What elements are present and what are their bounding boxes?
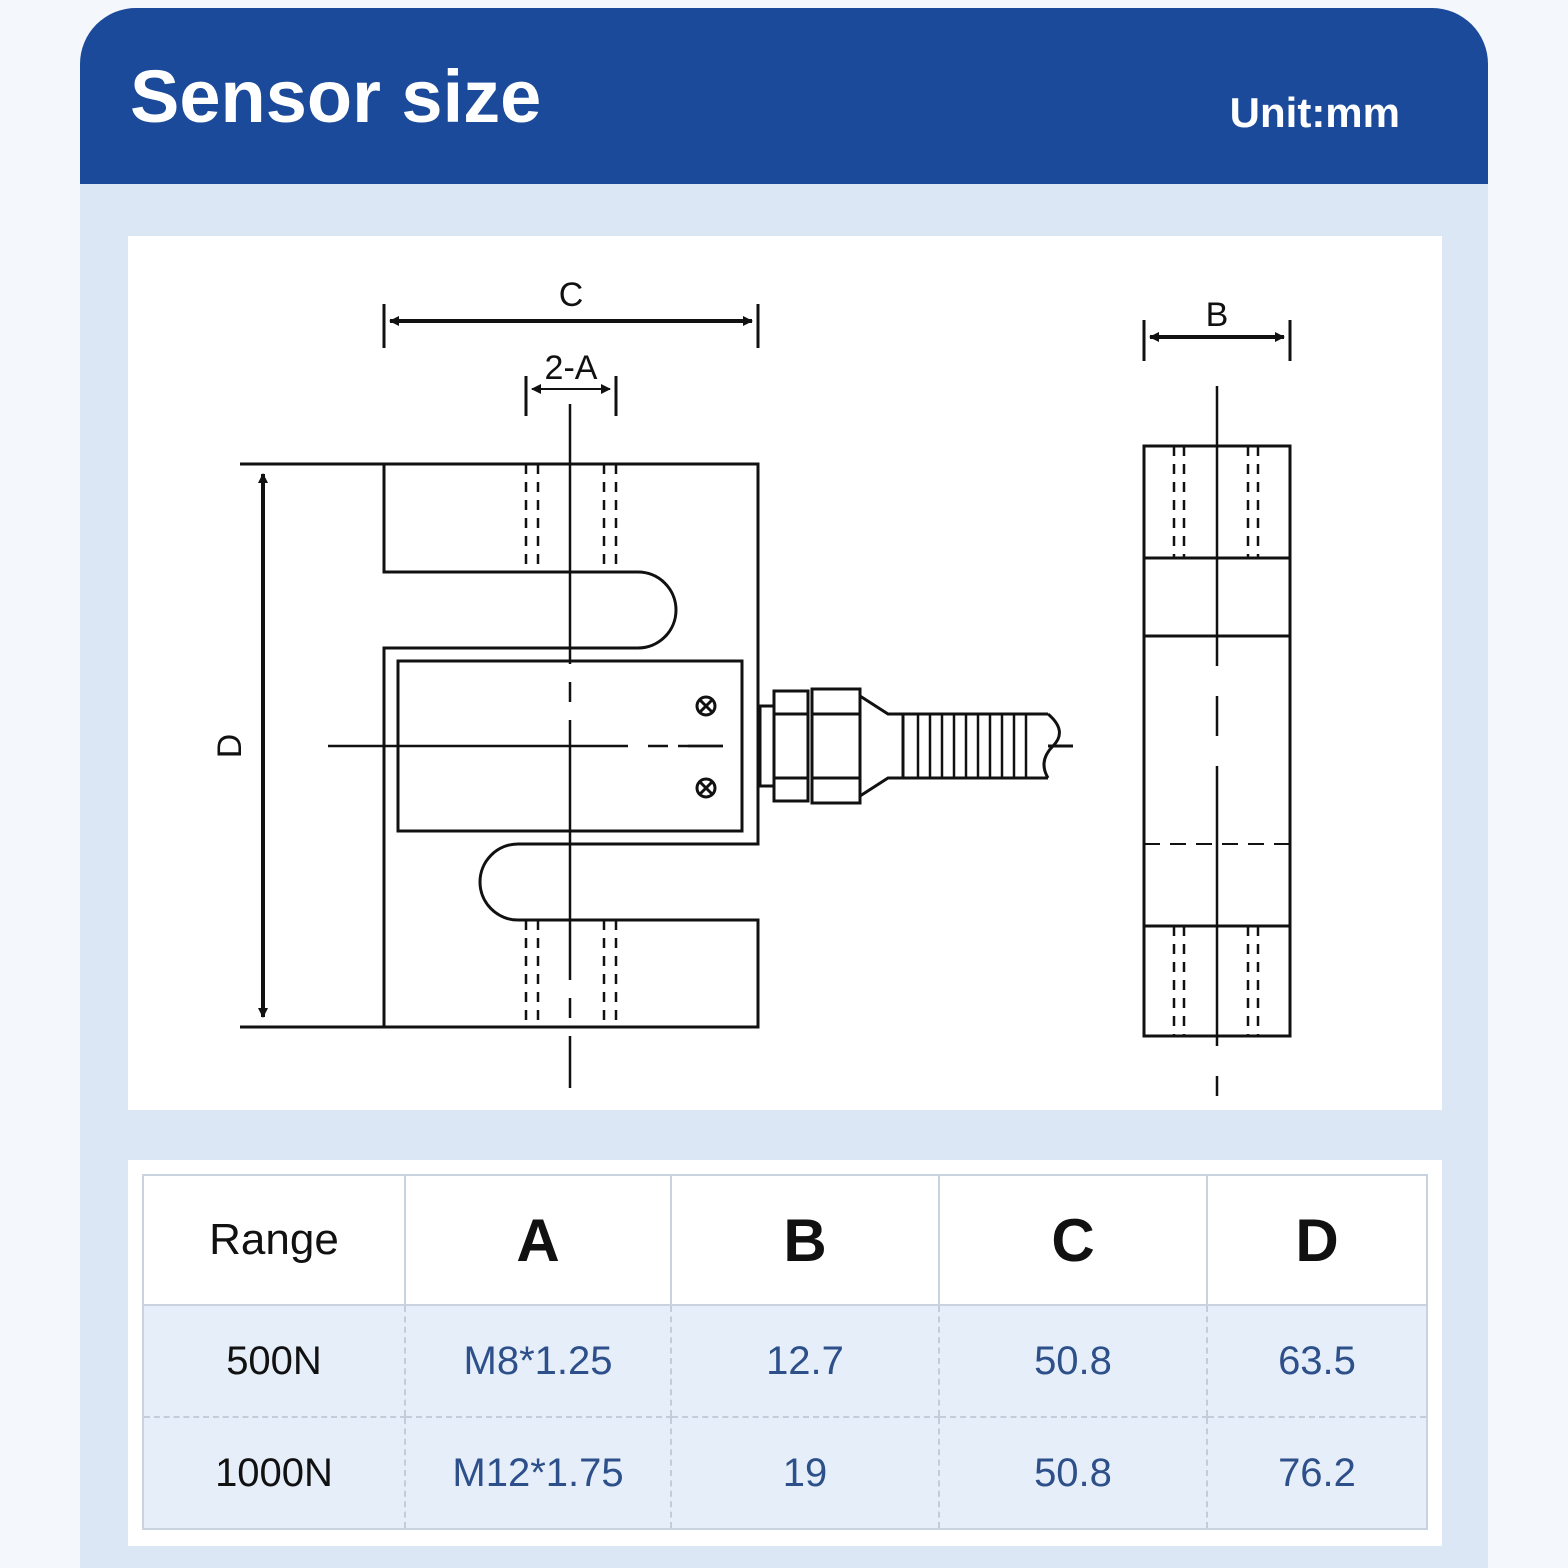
header-d: D (1206, 1175, 1427, 1306)
cell-range: 1000N (143, 1417, 405, 1529)
cell-a: M8*1.25 (404, 1305, 671, 1418)
unit-label: Unit:mm (1229, 89, 1400, 136)
cell-range: 500N (143, 1305, 405, 1418)
cell-b: 12.7 (670, 1305, 939, 1418)
dim-label-b: B (1206, 296, 1229, 334)
table-row: 1000N M12*1.75 19 50.8 76.2 (143, 1417, 1427, 1529)
sensor-size-card: Sensor size Unit:mm (80, 8, 1488, 1568)
dim-label-d: D (211, 734, 249, 759)
header-c: C (938, 1175, 1207, 1306)
cell-c: 50.8 (938, 1305, 1207, 1418)
table-header-row: Range A B C D (143, 1175, 1427, 1306)
spec-table-panel: Range A B C D 500N M8*1.25 12.7 50.8 63.… (128, 1160, 1442, 1546)
header-b: B (670, 1175, 939, 1306)
header-a: A (404, 1175, 671, 1306)
cell-c: 50.8 (938, 1417, 1207, 1529)
dim-label-c: C (559, 276, 584, 314)
dimension-drawing: C 2-A D B (211, 276, 1292, 1096)
cell-d: 76.2 (1206, 1417, 1427, 1529)
dim-label-2a: 2-A (545, 349, 598, 387)
drawing-panel: C 2-A D B (128, 236, 1442, 1110)
cell-d: 63.5 (1206, 1305, 1427, 1418)
spec-table: Range A B C D 500N M8*1.25 12.7 50.8 63.… (142, 1174, 1428, 1530)
header-bar: Sensor size Unit:mm (80, 8, 1488, 184)
page-title: Sensor size (130, 55, 542, 138)
cell-a: M12*1.75 (404, 1417, 671, 1529)
front-view (240, 304, 1073, 1088)
side-view (1142, 320, 1292, 1096)
table-row: 500N M8*1.25 12.7 50.8 63.5 (143, 1305, 1427, 1418)
cell-b: 19 (670, 1417, 939, 1529)
header-range: Range (143, 1175, 405, 1306)
